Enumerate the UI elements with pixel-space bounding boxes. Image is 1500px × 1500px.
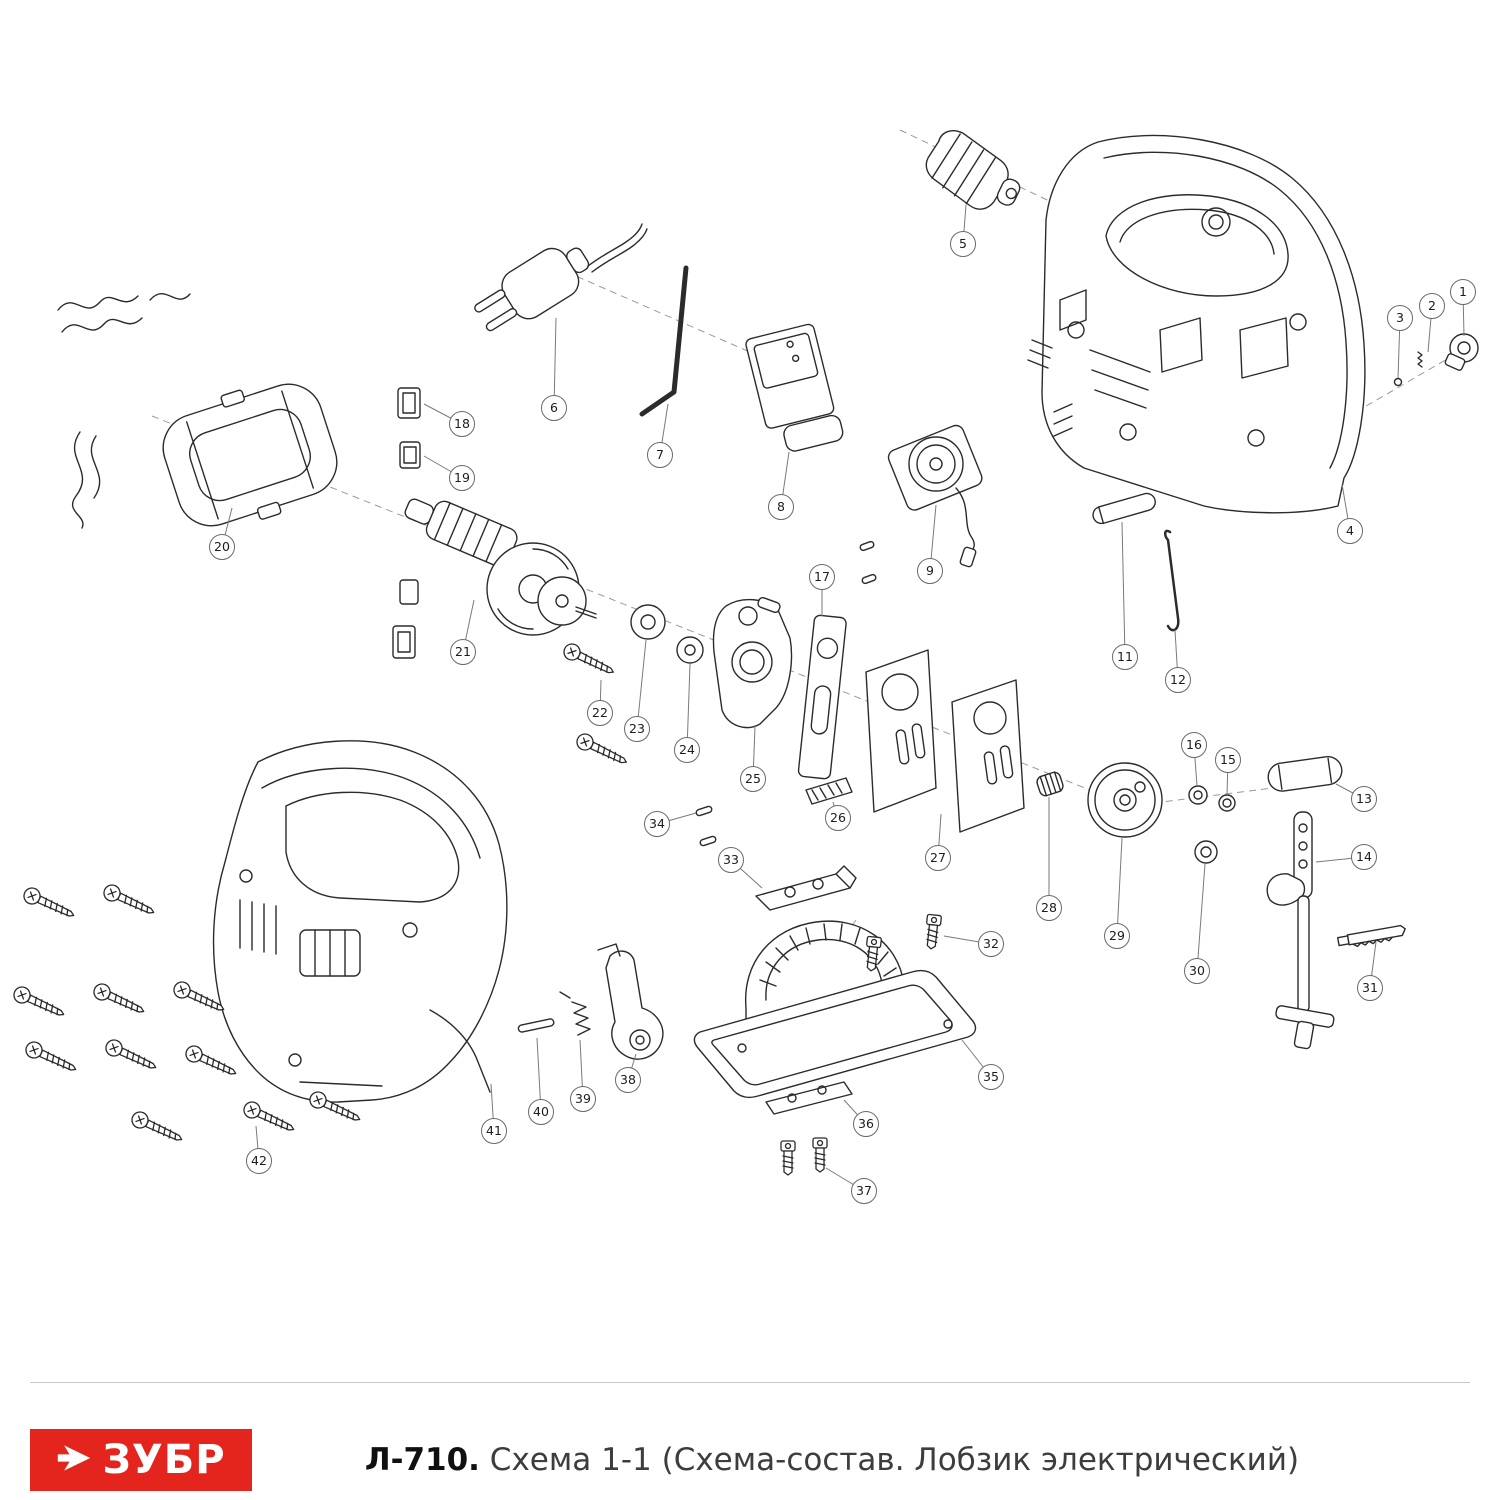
callout-39: 39	[570, 1086, 596, 1112]
small-pins	[695, 540, 877, 847]
callout-12: 12	[1165, 667, 1191, 693]
callout-29: 29	[1104, 923, 1130, 949]
callout-42: 42	[246, 1148, 272, 1174]
bearing-bracket	[712, 596, 793, 729]
footer: ЗУБР Л-710. Схема 1-1 (Схема-состав. Лоб…	[0, 1382, 1500, 1500]
callout-40: 40	[528, 1099, 554, 1125]
small-washers-nut	[1188, 785, 1236, 864]
callout-5: 5	[950, 231, 976, 257]
callout-19: 19	[449, 465, 475, 491]
insert-plate	[765, 1081, 853, 1115]
blade-holder-plate	[797, 614, 847, 780]
callout-33: 33	[718, 847, 744, 873]
callout-31: 31	[1357, 975, 1383, 1001]
diagram-title: Л-710. Схема 1-1 (Схема-состав. Лобзик э…	[286, 1406, 1299, 1500]
callout-18: 18	[449, 411, 475, 437]
base-plate	[693, 969, 977, 1099]
callout-27: 27	[925, 845, 951, 871]
callout-3: 3	[1387, 305, 1413, 331]
callout-2: 2	[1419, 293, 1445, 319]
knurled-roller	[1036, 771, 1064, 797]
callout-37: 37	[851, 1178, 877, 1204]
cord-boot	[925, 130, 1021, 210]
zubr-logo: ЗУБР	[30, 1429, 252, 1491]
body-housing	[212, 740, 508, 1103]
callout-24: 24	[674, 737, 700, 763]
callout-15: 15	[1215, 747, 1241, 773]
callout-16: 16	[1181, 732, 1207, 758]
brush-holders	[392, 387, 421, 659]
callout-25: 25	[740, 766, 766, 792]
callout-20: 20	[209, 534, 235, 560]
plunger-assembly	[1266, 811, 1335, 1050]
zubr-arrow-icon	[56, 1443, 92, 1477]
callout-1: 1	[1450, 279, 1476, 305]
callout-17: 17	[809, 564, 835, 590]
saw-blade	[1337, 924, 1406, 948]
power-plug	[474, 223, 648, 332]
callout-21: 21	[450, 639, 476, 665]
callout-4: 4	[1337, 518, 1363, 544]
callout-38: 38	[615, 1067, 641, 1093]
exploded-diagram	[10, 129, 1479, 1192]
motor-housing	[1027, 134, 1366, 514]
callout-36: 36	[853, 1111, 879, 1137]
diagram-stage	[10, 129, 1479, 1192]
callout-11: 11	[1112, 644, 1138, 670]
trigger-switch	[745, 323, 844, 452]
callout-7: 7	[647, 442, 673, 468]
callout-26: 26	[825, 805, 851, 831]
diagram-title-text: Схема 1-1 (Схема-состав. Лобзик электрич…	[479, 1442, 1300, 1478]
spring	[559, 991, 591, 1036]
friction-plate	[805, 777, 853, 805]
footer-divider	[30, 1382, 1470, 1383]
speed-controller	[887, 424, 983, 568]
callout-22: 22	[587, 700, 613, 726]
crank-gear	[1087, 762, 1163, 838]
diagram-title-model: Л-710.	[364, 1442, 480, 1478]
callout-8: 8	[768, 494, 794, 520]
brush-wire-squiggles	[57, 293, 191, 529]
callout-23: 23	[624, 716, 650, 742]
washers	[630, 604, 704, 664]
callout-34: 34	[644, 811, 670, 837]
handle-knob	[1267, 755, 1343, 792]
support-rod	[1092, 492, 1156, 525]
pin	[517, 1018, 555, 1033]
shaft-small-parts	[1393, 333, 1479, 387]
allen-key	[639, 265, 689, 417]
zubr-logo-text: ЗУБР	[102, 1437, 226, 1483]
armature	[404, 498, 597, 636]
guide-plates	[865, 649, 1025, 833]
callout-13: 13	[1351, 786, 1377, 812]
callout-6: 6	[541, 395, 567, 421]
callout-30: 30	[1184, 958, 1210, 984]
callout-32: 32	[978, 931, 1004, 957]
callout-14: 14	[1351, 844, 1377, 870]
callout-9: 9	[917, 558, 943, 584]
roller-lever	[597, 943, 664, 1060]
callout-35: 35	[978, 1064, 1004, 1090]
stator	[162, 383, 338, 527]
callout-28: 28	[1036, 895, 1062, 921]
callout-41: 41	[481, 1118, 507, 1144]
wire-rod	[1164, 529, 1180, 632]
blade-guard-plate	[755, 865, 857, 911]
